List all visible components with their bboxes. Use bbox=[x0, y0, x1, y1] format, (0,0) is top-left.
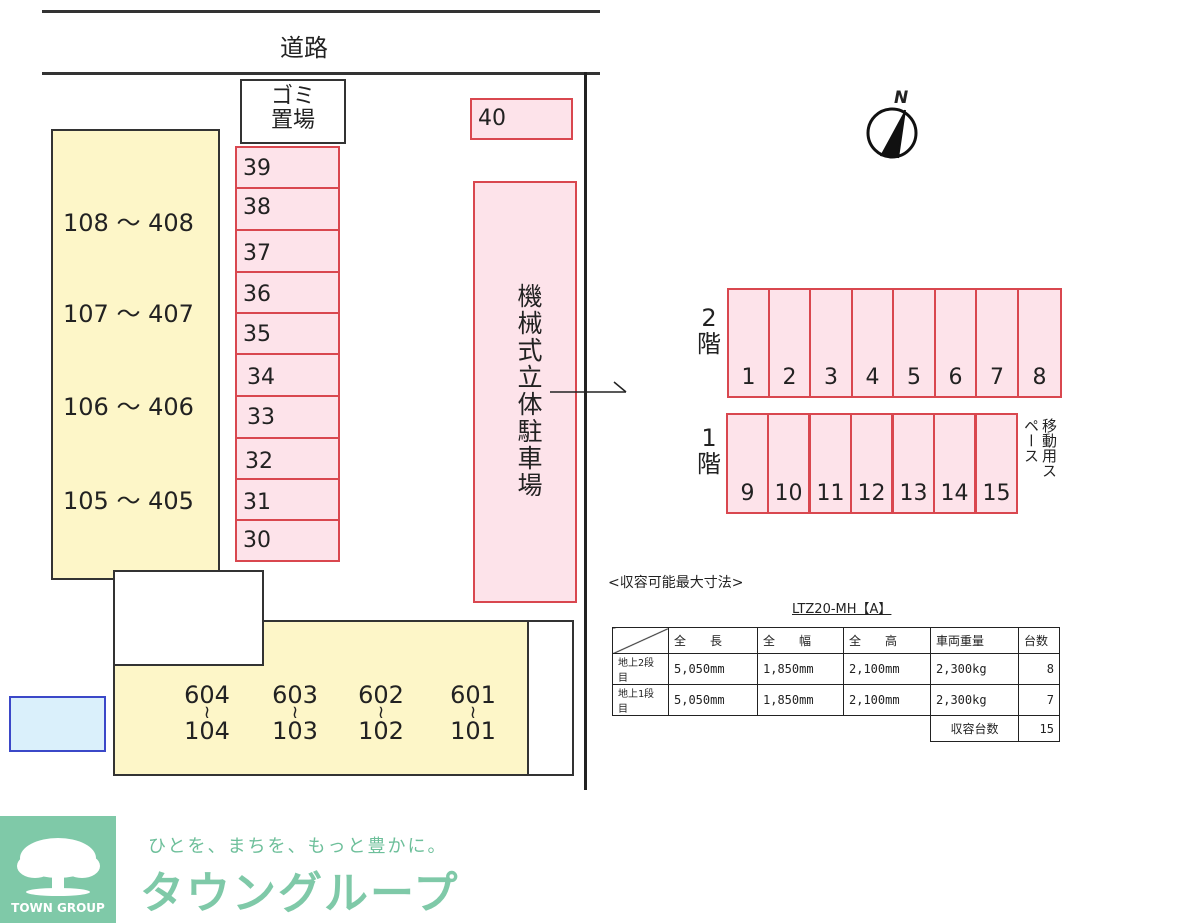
mechanical-parking-label: 機械式立体駐車場 bbox=[514, 283, 543, 499]
parking-slot-37: 37 bbox=[235, 229, 340, 273]
lift-slot-9: 9 bbox=[726, 413, 769, 514]
unit-column-604-104: 604 ≀ 104 bbox=[184, 681, 230, 745]
lift-slot-5: 5 bbox=[892, 288, 936, 398]
garbage-area: ゴミ 置場 bbox=[240, 79, 346, 144]
garbage-label-1: ゴミ bbox=[270, 84, 315, 109]
lift-slot-6: 6 bbox=[934, 288, 977, 398]
floor-1-label: 1 階 bbox=[697, 424, 721, 478]
unit-column-603-103: 603 ≀ 103 bbox=[272, 681, 318, 745]
parking-slot-36: 36 bbox=[235, 271, 340, 314]
unit-column-601-101: 601 ≀ 101 bbox=[450, 681, 496, 745]
lift-slot-3: 3 bbox=[809, 288, 853, 398]
parking-column: 39 38 37 36 35 34 33 32 31 30 bbox=[235, 146, 340, 562]
property-east-line bbox=[584, 72, 587, 790]
branding-tagline: ひとを、まちを、もっと豊かに。 bbox=[148, 836, 448, 857]
unit-range-108-408: 108 ～ 408 bbox=[63, 209, 194, 237]
move-space-label: 移動用スペース bbox=[1022, 418, 1058, 478]
parking-slot-40: 40 bbox=[470, 98, 573, 140]
lift-slot-4: 4 bbox=[851, 288, 894, 398]
town-group-logo: TOWN GROUP bbox=[0, 816, 116, 923]
branding-name: タウングループ bbox=[140, 868, 460, 919]
lift-slot-2: 2 bbox=[768, 288, 811, 398]
road-top-line bbox=[42, 10, 600, 13]
unit-range-105-405: 105 ～ 405 bbox=[63, 487, 194, 515]
spec-model: LTZ20-MH【A】 bbox=[792, 602, 892, 617]
parking-slot-39: 39 bbox=[235, 146, 340, 189]
parking-slot-31: 31 bbox=[235, 478, 340, 521]
unit-range-106-406: 106 ～ 406 bbox=[63, 393, 194, 421]
lift-slot-13: 13 bbox=[892, 413, 935, 514]
spec-title: <収容可能最大寸法> bbox=[608, 575, 744, 591]
spec-table: 全 長 全 幅 全 高 車両重量 台数 地上2段目 5,050mm 1,850m… bbox=[612, 627, 1060, 742]
lift-slot-8: 8 bbox=[1017, 288, 1062, 398]
arrow-icon bbox=[550, 378, 630, 398]
south-annex bbox=[527, 620, 574, 776]
unlabeled-structure bbox=[113, 570, 264, 666]
compass-north-label: N bbox=[894, 88, 909, 108]
lift-slot-7: 7 bbox=[975, 288, 1019, 398]
floor-2-label: 2 階 bbox=[697, 304, 721, 358]
building-west: 108 ～ 408 107 ～ 407 106 ～ 406 105 ～ 405 bbox=[51, 129, 220, 580]
lift-slot-1: 1 bbox=[727, 288, 770, 398]
lift-slot-12: 12 bbox=[850, 413, 893, 514]
parking-slot-33: 33 bbox=[235, 395, 340, 439]
parking-slot-32: 32 bbox=[235, 437, 340, 480]
spec-header-row: 全 長 全 幅 全 高 車両重量 台数 bbox=[612, 627, 1060, 654]
lift-slot-15: 15 bbox=[975, 413, 1018, 514]
parking-slot-35: 35 bbox=[235, 312, 340, 355]
blue-structure bbox=[9, 696, 106, 752]
parking-slot-38: 38 bbox=[235, 187, 340, 231]
garbage-label-2: 置場 bbox=[270, 108, 315, 133]
compass-icon: N bbox=[862, 88, 922, 163]
road-bottom-line bbox=[42, 72, 600, 75]
spec-total-row: 収容台数 15 bbox=[613, 715, 1060, 742]
lift-slot-14: 14 bbox=[933, 413, 976, 514]
spec-row-level2: 地上2段目 5,050mm 1,850mm 2,100mm 2,300kg 8 bbox=[612, 653, 1060, 685]
road-label: 道路 bbox=[280, 34, 328, 62]
parking-slot-34: 34 bbox=[235, 353, 340, 397]
unit-column-602-102: 602 ≀ 102 bbox=[358, 681, 404, 745]
unit-range-107-407: 107 ～ 407 bbox=[63, 300, 194, 328]
parking-slot-30: 30 bbox=[235, 519, 340, 562]
spec-corner-cell bbox=[612, 627, 669, 654]
lift-slot-11: 11 bbox=[809, 413, 852, 514]
lift-slot-10: 10 bbox=[767, 413, 810, 514]
spec-row-level1: 地上1段目 5,050mm 1,850mm 2,100mm 2,300kg 7 bbox=[612, 684, 1060, 716]
tree-icon bbox=[17, 838, 100, 896]
